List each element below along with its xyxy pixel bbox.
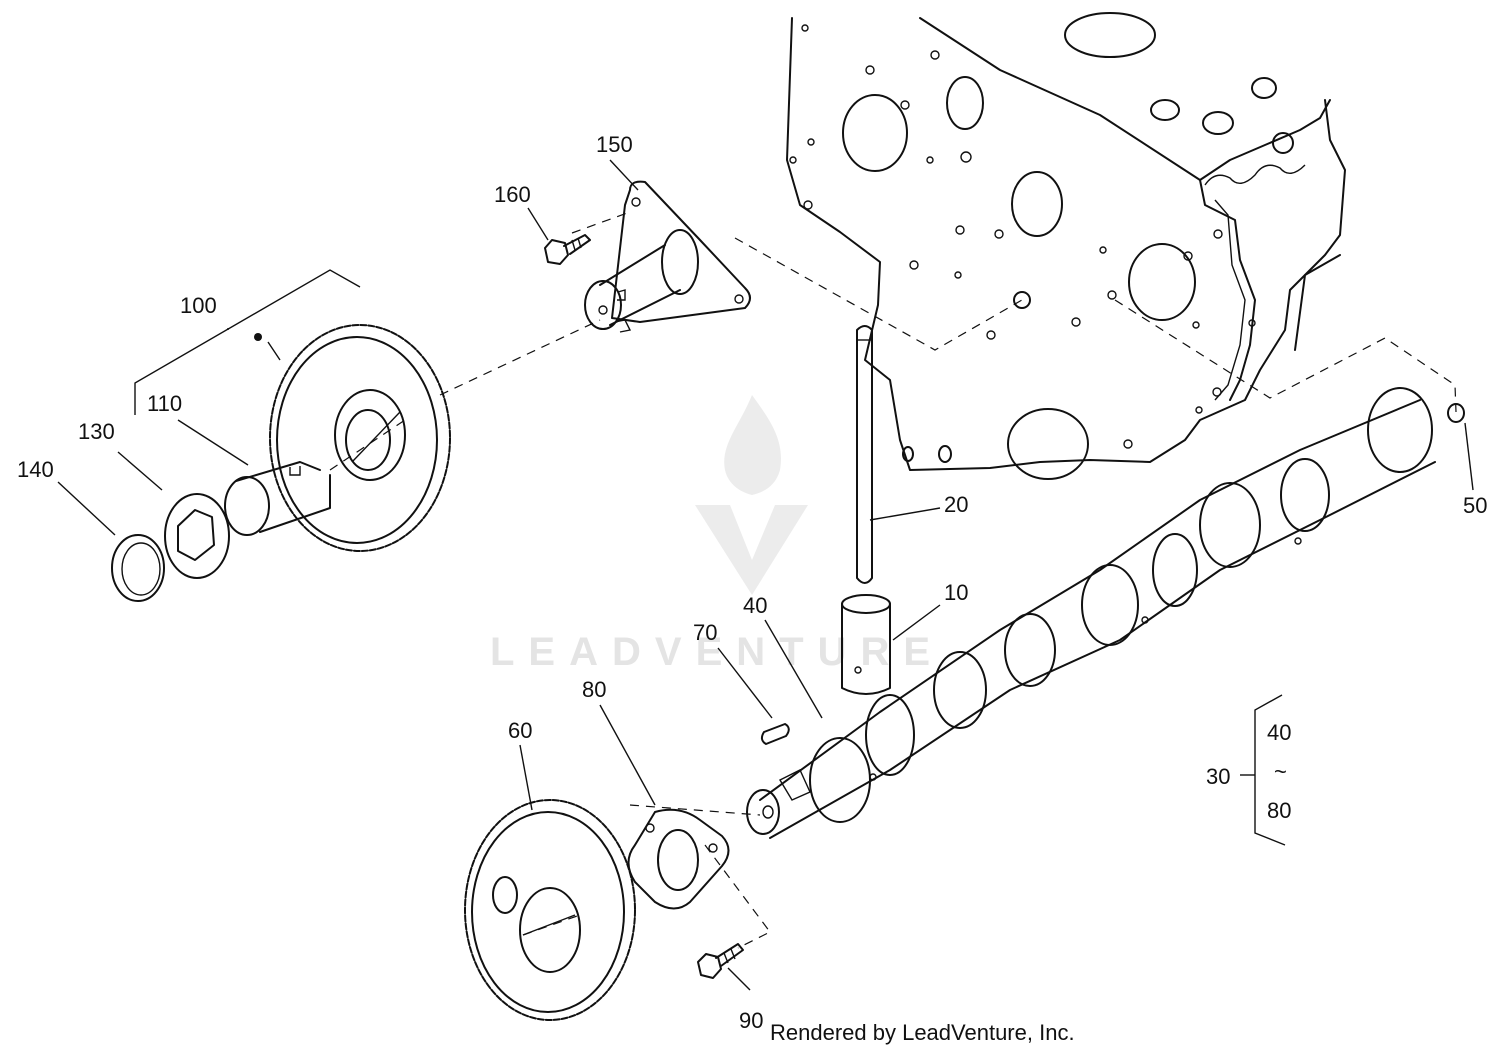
bolt-90 — [697, 943, 744, 979]
label-50: 50 — [1463, 493, 1487, 518]
washer-130 — [164, 493, 230, 579]
snap-ring-140 — [111, 534, 165, 602]
label-30: 30 — [1206, 764, 1230, 789]
part-range-bracket — [1240, 694, 1286, 846]
label-100: 100 — [180, 293, 217, 318]
leader-lines — [57, 159, 1474, 991]
label-70: 70 — [693, 620, 717, 645]
label-40: 40 — [743, 593, 767, 618]
plug-50 — [1447, 403, 1465, 423]
label-10: 10 — [944, 580, 968, 605]
label-60: 60 — [508, 718, 532, 743]
label-140: 140 — [17, 457, 54, 482]
cam-gear-60 — [464, 799, 636, 1021]
key-70 — [760, 723, 790, 745]
assembly-lines — [329, 211, 1457, 949]
label-130: 130 — [78, 419, 115, 444]
engine-block — [786, 12, 1346, 480]
camshaft-40 — [746, 387, 1436, 839]
watermark-flame-icon — [724, 395, 781, 495]
watermark-v-icon — [695, 505, 808, 595]
tappet-10 — [841, 594, 891, 695]
bushing-110 — [224, 461, 331, 536]
watermark: LEADVENTURE — [490, 395, 930, 674]
thrust-plate-80 — [627, 808, 730, 910]
label-range-start-40: 40 — [1267, 720, 1291, 745]
push-rod-20 — [856, 325, 873, 584]
marker-dot — [254, 333, 262, 341]
label-150: 150 — [596, 132, 633, 157]
label-160: 160 — [494, 182, 531, 207]
label-90: 90 — [739, 1008, 763, 1033]
label-range-symbol: ~ — [1274, 759, 1287, 784]
bolt-160 — [544, 234, 591, 265]
label-80: 80 — [582, 677, 606, 702]
render-credit: Rendered by LeadVenture, Inc. — [770, 1020, 1075, 1045]
label-range-end-80: 80 — [1267, 798, 1291, 823]
idler-gear-100 — [269, 324, 451, 552]
label-20: 20 — [944, 492, 968, 517]
callout-labels: 100 110 130 140 150 160 20 10 50 40 70 8… — [17, 132, 1487, 1033]
label-110: 110 — [147, 391, 182, 416]
idler-shaft-plate-150 — [584, 180, 751, 333]
